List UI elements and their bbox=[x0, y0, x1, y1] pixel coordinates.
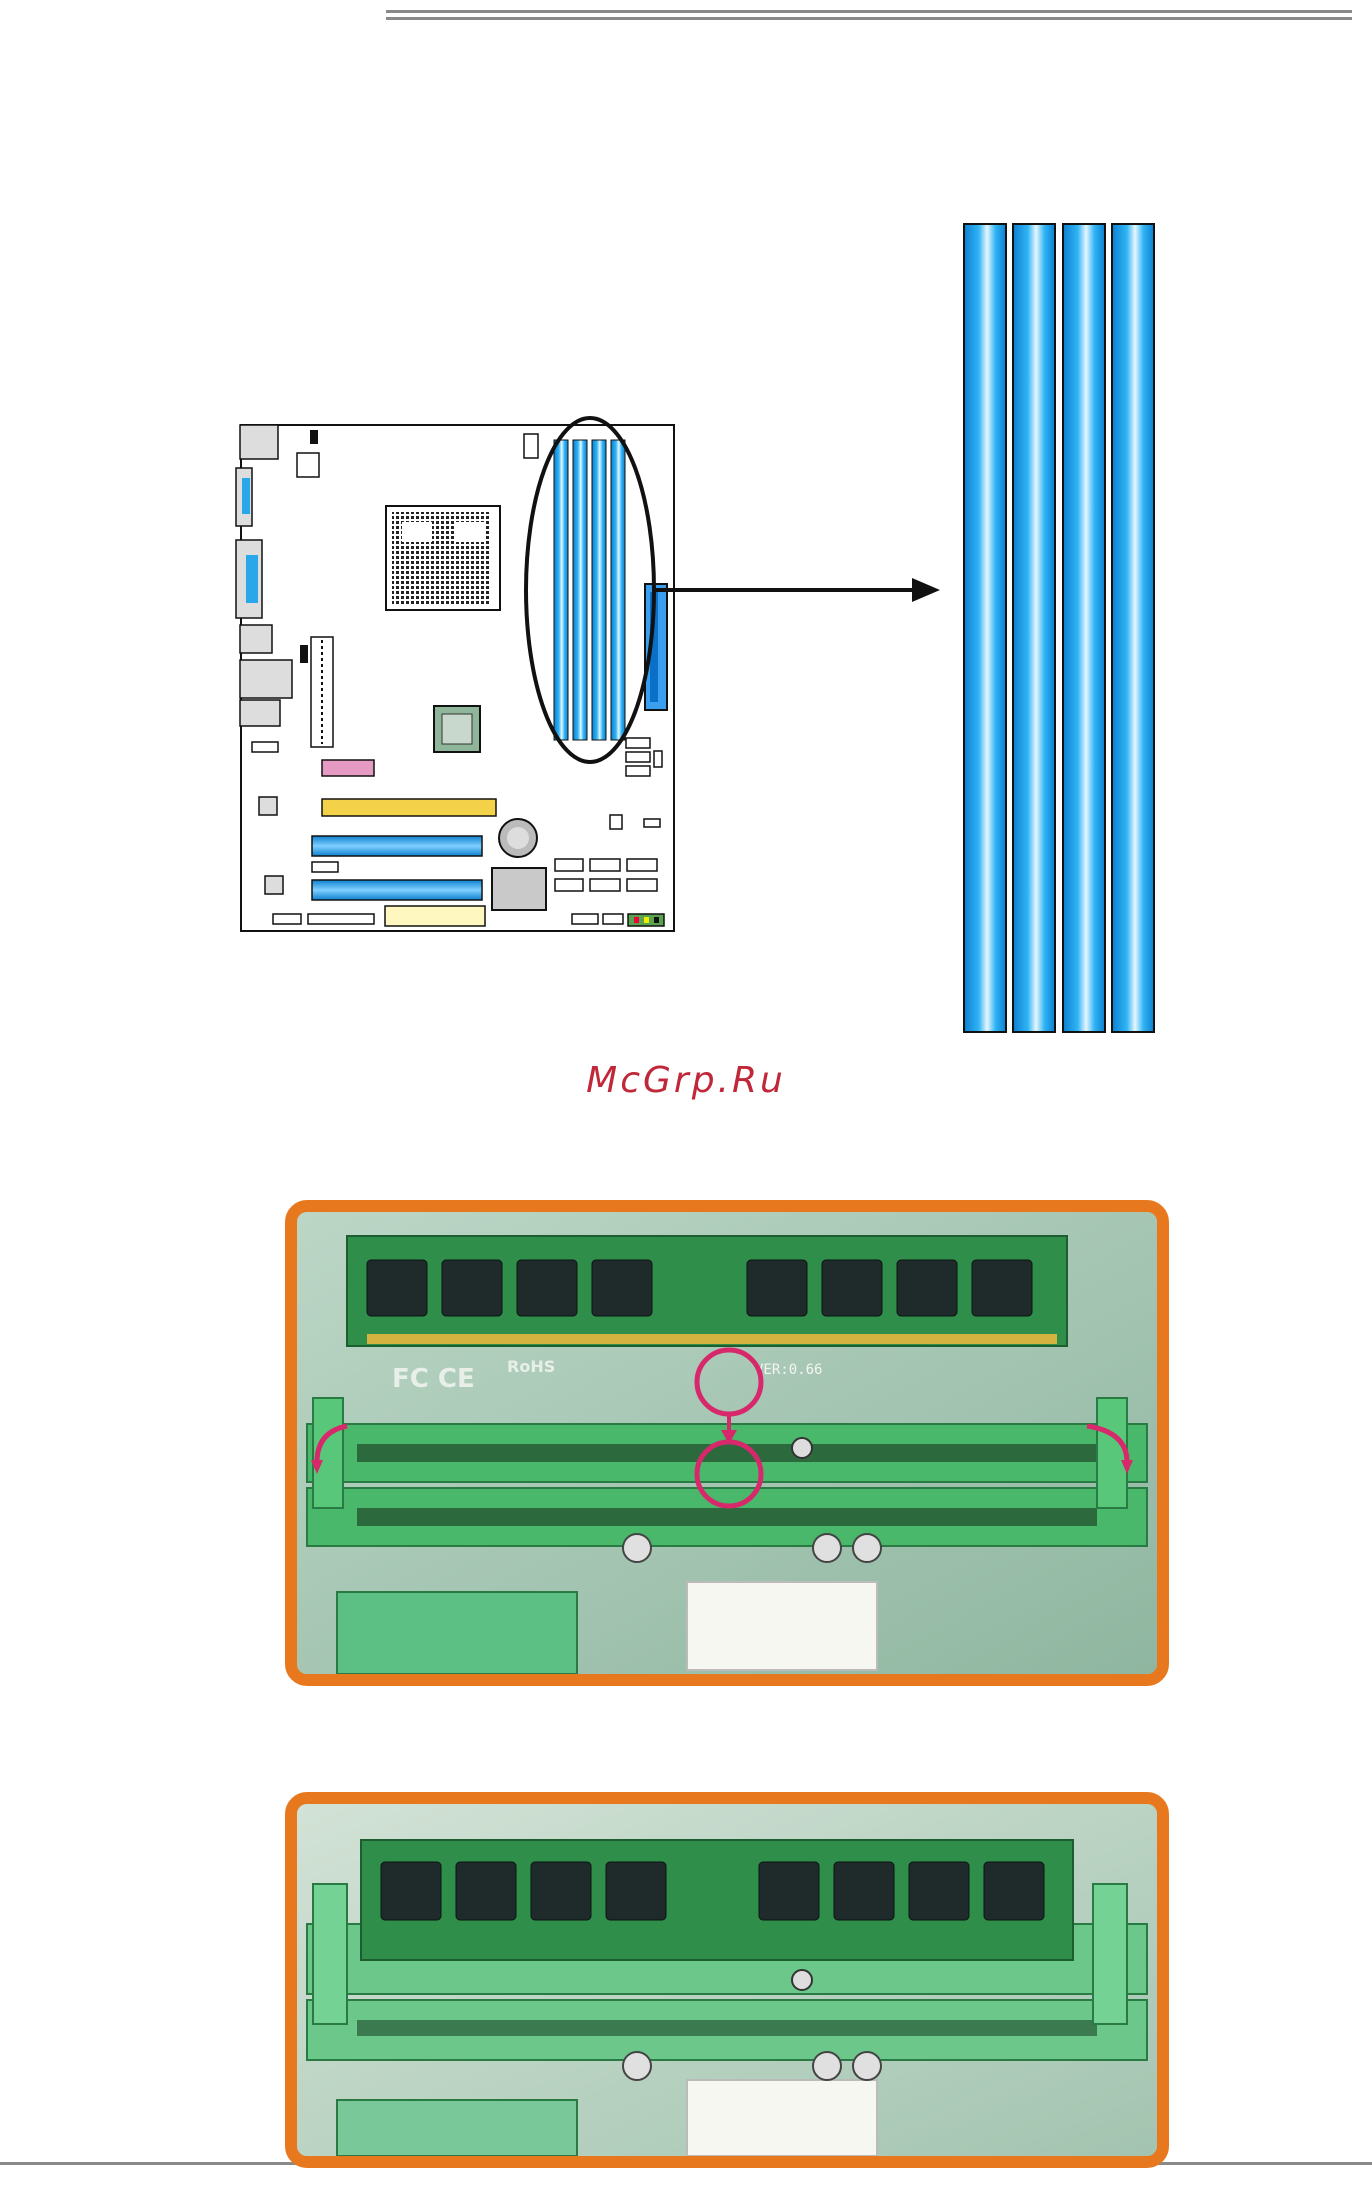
cpu-fan-header bbox=[524, 434, 538, 458]
serial-port bbox=[246, 555, 258, 603]
photo-dimm-installed bbox=[285, 1792, 1169, 2168]
lan-port bbox=[240, 660, 292, 698]
ide-connector bbox=[385, 906, 485, 926]
fan-header bbox=[297, 453, 319, 477]
small-header bbox=[252, 742, 278, 752]
photo-dimm-installed-illustration bbox=[297, 1804, 1157, 2156]
callout-arrowhead bbox=[912, 578, 940, 602]
pink-slot bbox=[322, 760, 374, 776]
header-pin bbox=[310, 430, 318, 444]
watermark: McGrp.Ru bbox=[0, 1060, 1372, 1101]
atx-power-photo bbox=[687, 1582, 877, 1670]
retaining-clip-right-closed bbox=[1093, 1884, 1127, 2024]
version-text: VER:0.66 bbox=[755, 1362, 822, 1378]
cert-text: FC CE bbox=[392, 1364, 475, 1394]
retaining-clip-left-closed bbox=[313, 1884, 347, 2024]
vga-port bbox=[242, 478, 250, 514]
photo-dimm-insert-illustration: FC CE RoHS VER:0.66 bbox=[297, 1212, 1157, 1674]
ps2-port bbox=[240, 425, 278, 459]
usb-port-1 bbox=[240, 625, 272, 653]
photo-dimm-insert: FC CE RoHS VER:0.66 bbox=[285, 1200, 1169, 1686]
audio-port bbox=[240, 700, 280, 726]
rohs-text: RoHS bbox=[507, 1357, 555, 1376]
pcie-slot-1 bbox=[312, 836, 482, 856]
pcie-slot-2 bbox=[312, 880, 482, 900]
pci-slot bbox=[322, 799, 496, 816]
ide-connector-photo bbox=[337, 1592, 577, 1674]
retaining-clip-right bbox=[1097, 1398, 1127, 1508]
small-chip-1 bbox=[259, 797, 277, 815]
dimm-slots-enlarged bbox=[964, 224, 1154, 1032]
southbridge bbox=[492, 868, 546, 910]
small-chip-2 bbox=[265, 876, 283, 894]
motherboard-diagram bbox=[0, 0, 1372, 1050]
